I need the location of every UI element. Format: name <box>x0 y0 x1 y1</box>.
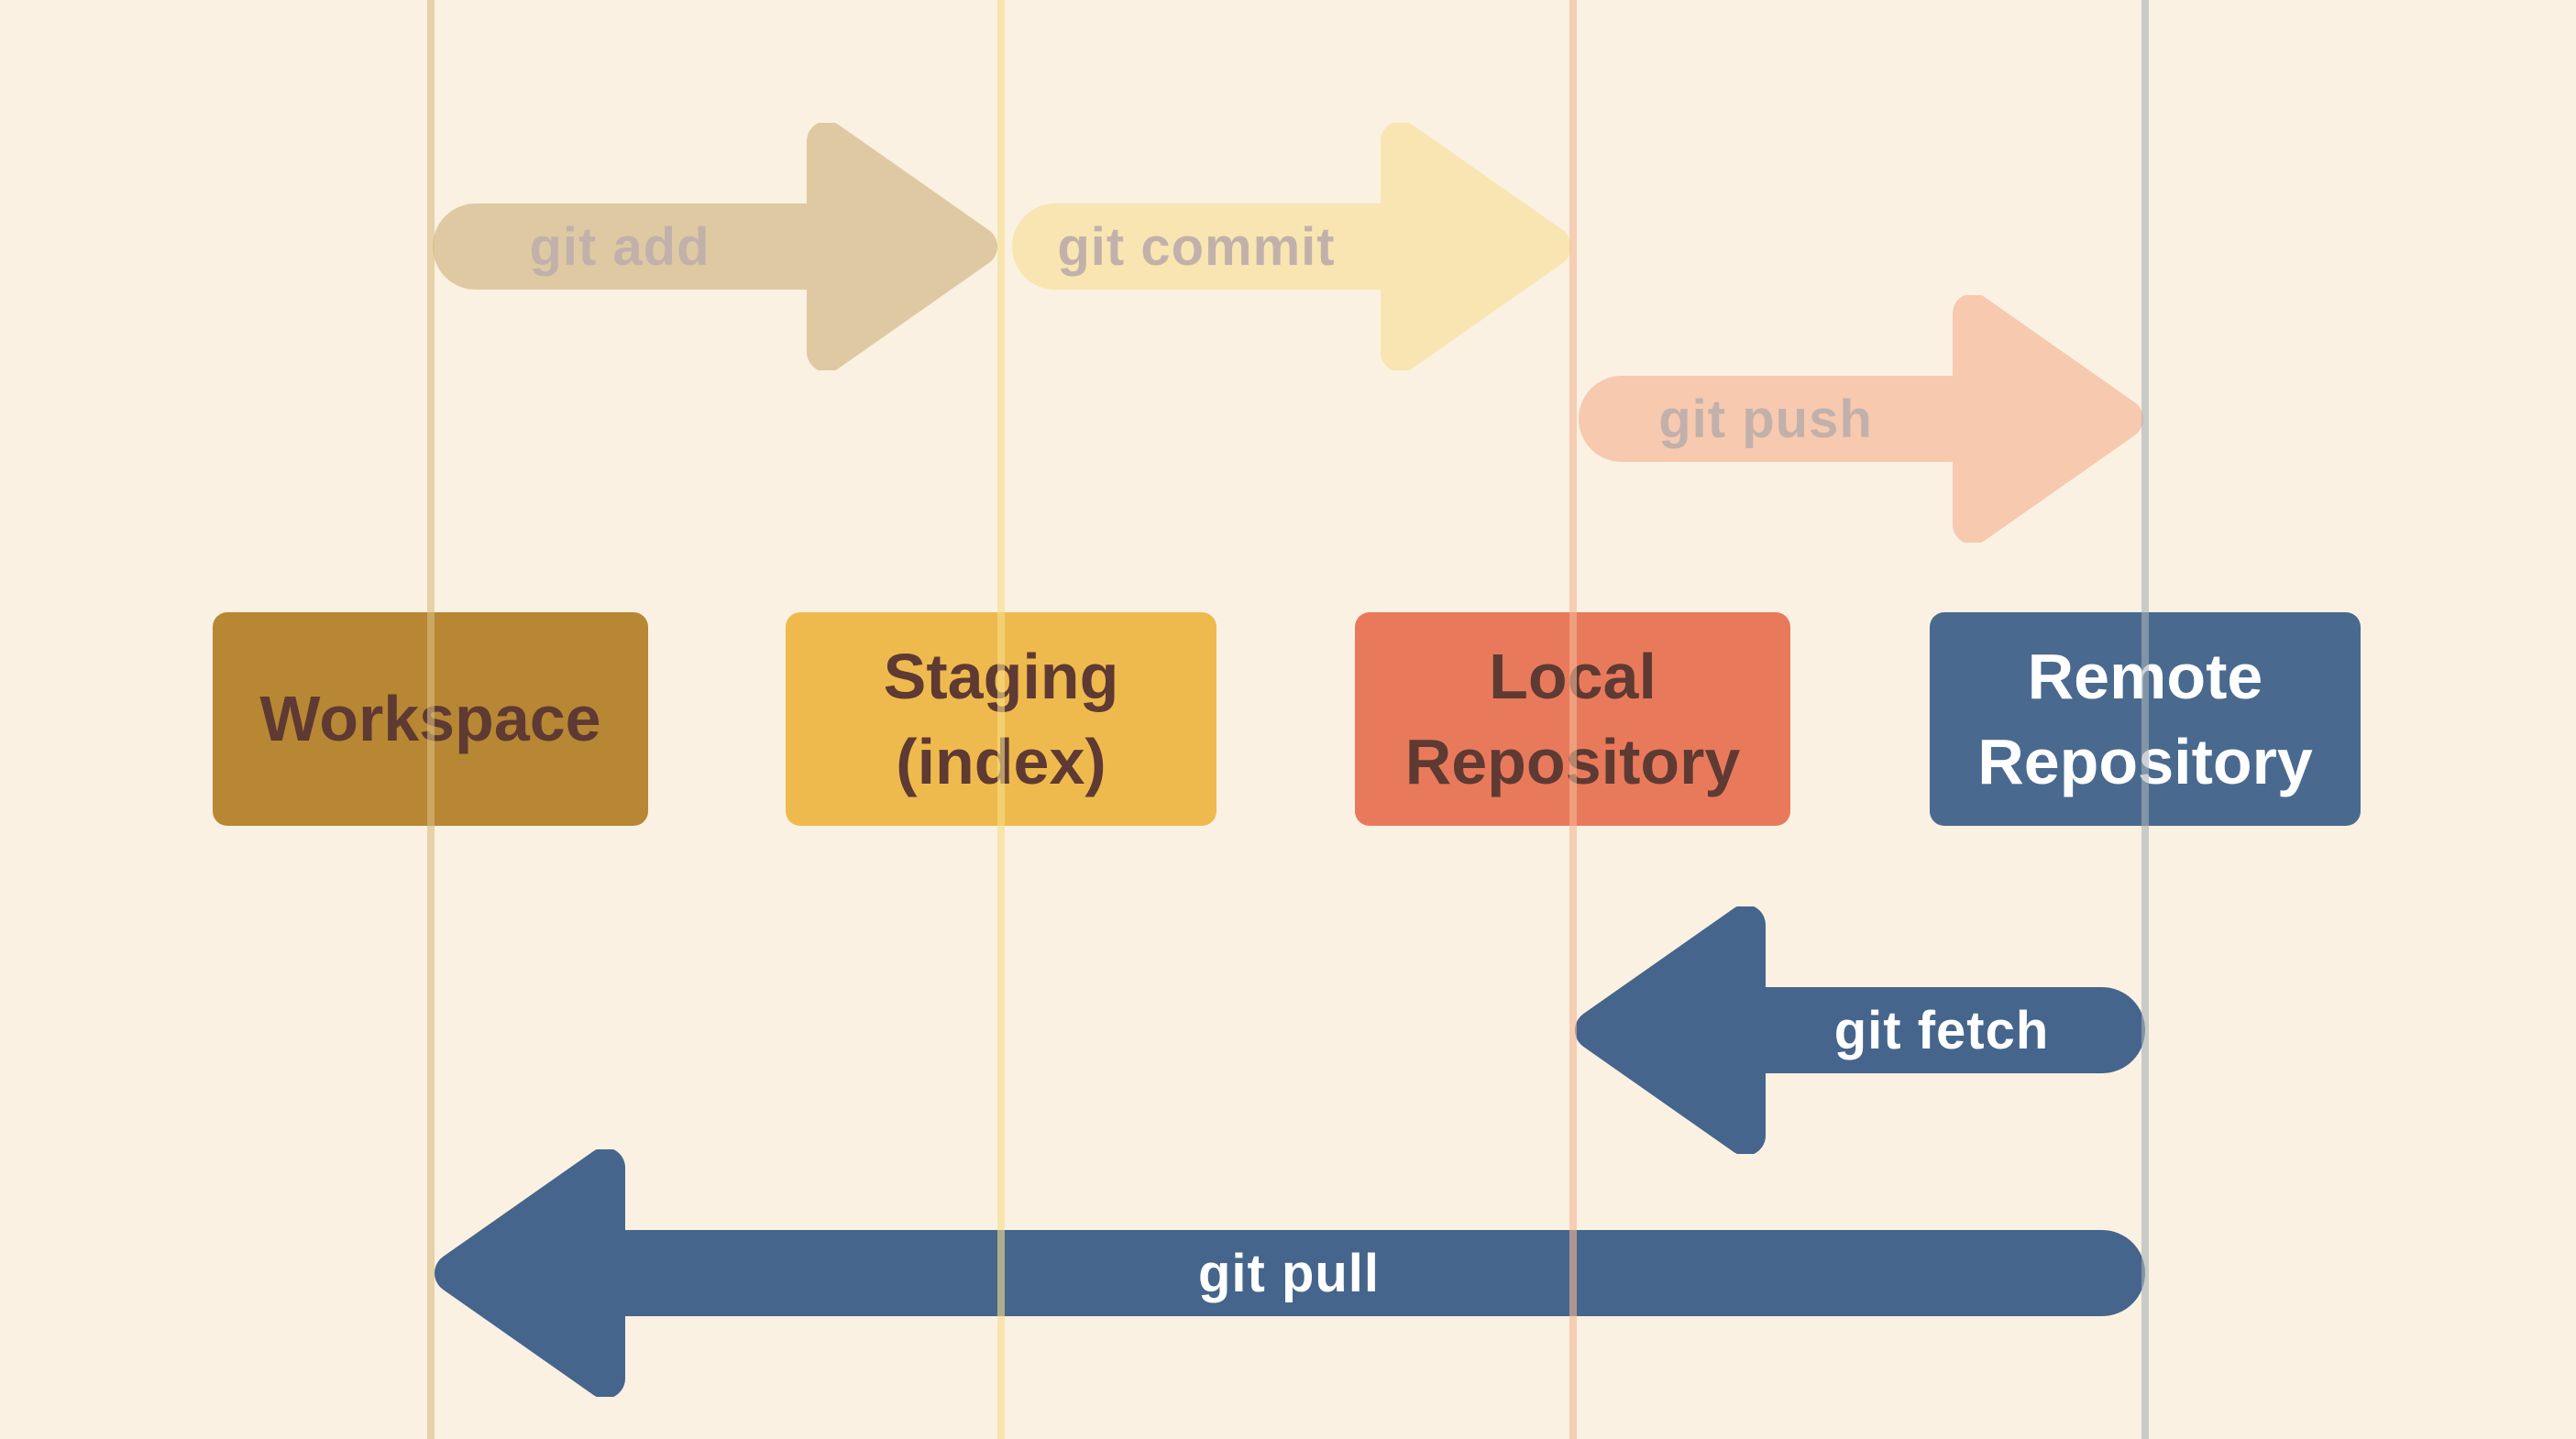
arrow-body-shape <box>570 1230 2145 1316</box>
remote-repository-box-label: Remote Repository <box>1977 641 2313 797</box>
git-push-arrow: git push <box>1579 295 2145 543</box>
git-add-label: git add <box>529 216 710 277</box>
arrow-head-shape <box>807 123 997 370</box>
staging-index-box: Staging (index) <box>786 612 1216 826</box>
git-commit-arrow: git commit <box>1012 123 1573 370</box>
arrow-head-shape <box>1575 906 1766 1154</box>
local-repository-box-label: Local Repository <box>1404 641 1741 797</box>
arrow-left-icon <box>435 1149 2145 1397</box>
arrow-body-shape <box>1711 987 2145 1073</box>
arrow-body-shape <box>1012 203 1436 290</box>
arrow-body-shape <box>1579 376 2008 462</box>
arrow-head-shape <box>1953 295 2143 543</box>
arrow-right-icon <box>433 123 997 370</box>
staging-index-box-label: Staging (index) <box>883 641 1119 797</box>
arrow-right-icon <box>1012 123 1571 370</box>
workspace-box: Workspace <box>213 612 648 826</box>
arrow-left-icon <box>1575 906 2145 1154</box>
git-pull-arrow: git pull <box>433 1149 2145 1397</box>
git-fetch-arrow: git fetch <box>1573 906 2145 1154</box>
workspace-box-label: Workspace <box>259 683 601 755</box>
arrow-head-shape <box>1381 123 1571 370</box>
arrow-head-shape <box>435 1149 625 1397</box>
git-add-arrow: git add <box>433 123 999 370</box>
arrow-right-icon <box>1579 295 2143 543</box>
arrow-body-shape <box>433 203 862 290</box>
git-push-label: git push <box>1658 389 1873 449</box>
git-fetch-label: git fetch <box>1833 1000 2050 1060</box>
local-repository-box: Local Repository <box>1355 612 1790 826</box>
git-commit-label: git commit <box>1057 216 1336 277</box>
remote-repository-box: Remote Repository <box>1930 612 2361 826</box>
git-pull-label: git pull <box>1197 1243 1381 1303</box>
